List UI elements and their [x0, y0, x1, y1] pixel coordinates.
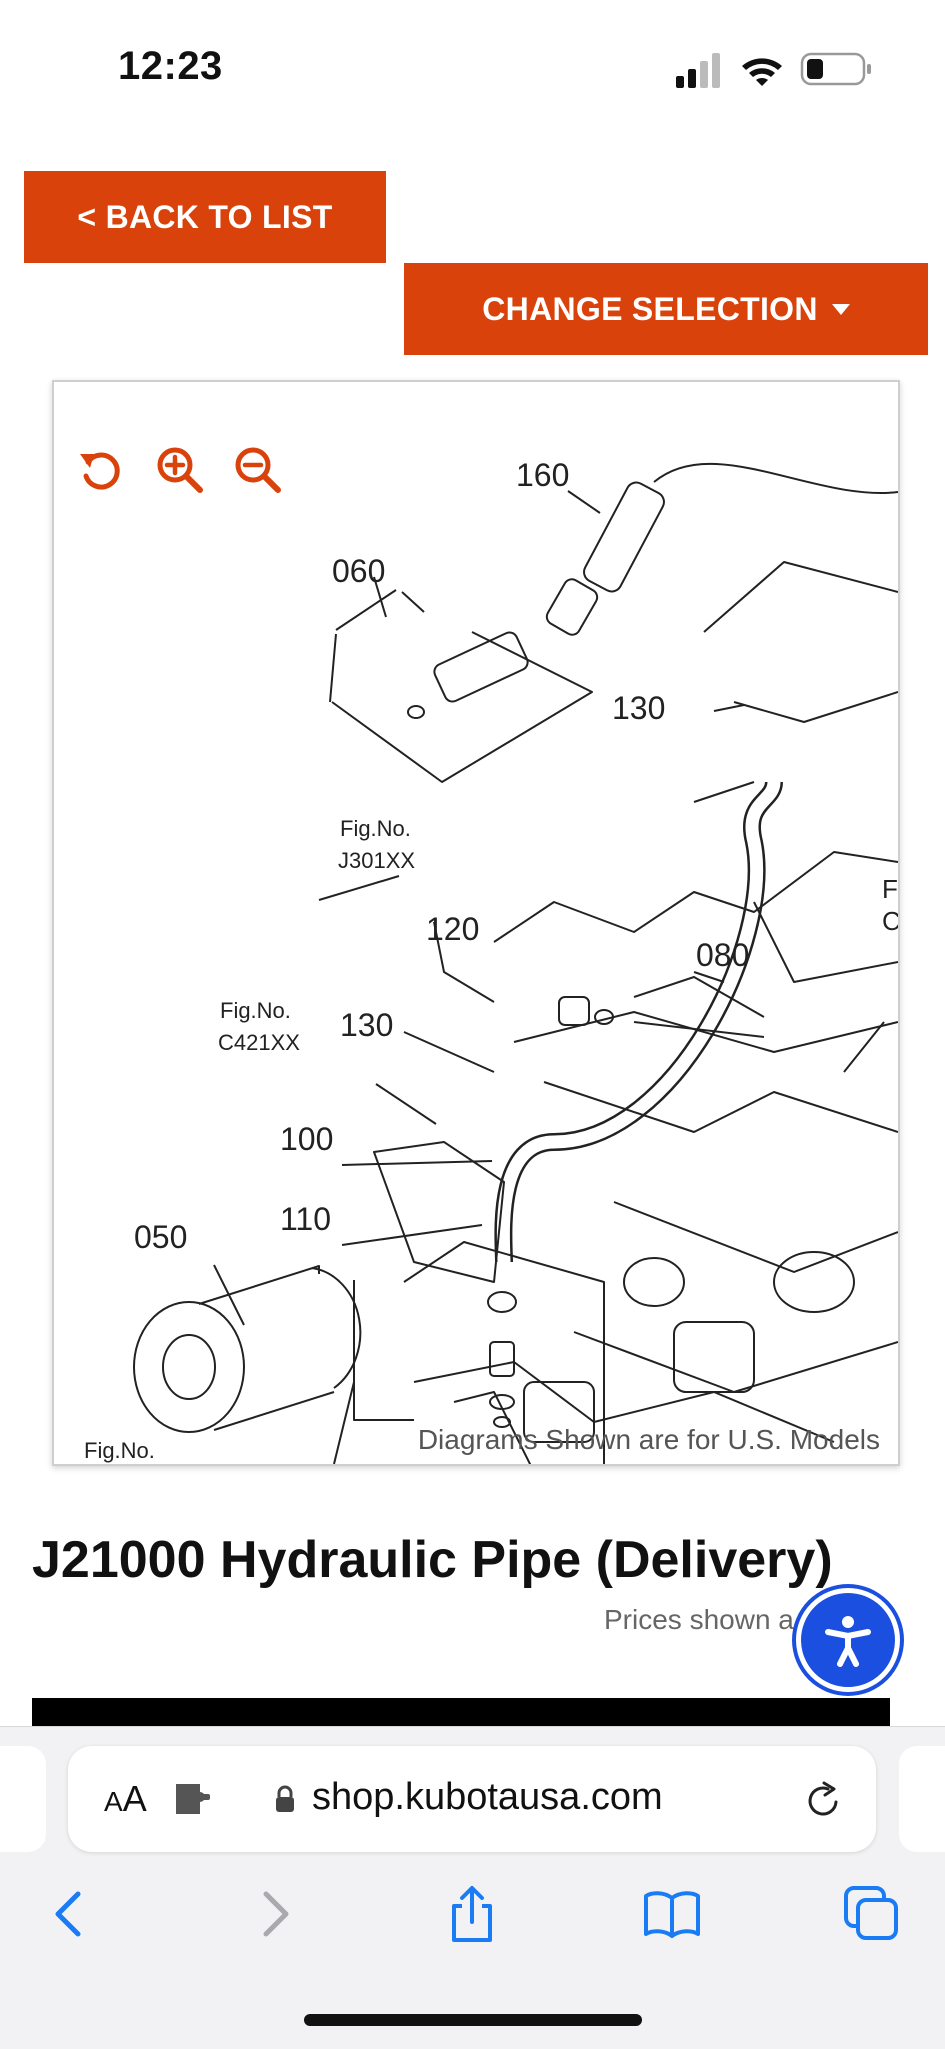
bookmarks-icon[interactable]: [642, 1884, 702, 1944]
extension-icon[interactable]: [172, 1780, 214, 1818]
content-bar: [32, 1698, 890, 1726]
callout-fig-no-1: Fig.No.: [340, 816, 411, 841]
aa-large: A: [122, 1778, 147, 1819]
lock-icon: [276, 1785, 294, 1812]
previous-tab-edge[interactable]: [0, 1746, 46, 1852]
back-icon[interactable]: [40, 1884, 100, 1944]
zoom-in-icon[interactable]: [154, 444, 204, 494]
reload-icon[interactable]: [804, 1780, 844, 1820]
callout-f: F: [882, 874, 898, 904]
url-text: shop.kubotausa.com: [312, 1776, 663, 1818]
accessibility-icon: [825, 1616, 871, 1667]
callout-fig-no-3: Fig.No.: [84, 1438, 155, 1463]
wifi-icon: [742, 58, 782, 86]
zoom-out-icon[interactable]: [232, 444, 282, 494]
callout-050: 050: [134, 1219, 187, 1255]
callout-fig-no-2: Fig.No.: [220, 998, 291, 1023]
callout-080: 080: [696, 937, 749, 973]
callout-060: 060: [332, 553, 385, 589]
back-to-list-button[interactable]: < BACK TO LIST: [24, 171, 386, 263]
reader-settings-button[interactable]: AA: [104, 1778, 147, 1820]
callout-120: 120: [426, 911, 479, 947]
callout-j301xx: J301XX: [338, 848, 415, 873]
share-icon[interactable]: [442, 1884, 502, 1944]
diagram-drawing: 160 060 130 Fig.No. J301XX 120 080 Fig.N…: [84, 457, 898, 1464]
address-bar[interactable]: AA shop.kubotausa.com: [68, 1746, 876, 1852]
diagram-disclaimer: Diagrams Shown are for U.S. Models: [417, 1424, 880, 1455]
caret-down-icon: [831, 303, 850, 315]
status-icons: [676, 52, 871, 88]
home-indicator: [304, 2014, 642, 2026]
prices-note: Prices shown a: [604, 1604, 794, 1635]
aa-small: A: [104, 1786, 123, 1817]
next-tab-edge[interactable]: [899, 1746, 945, 1852]
callout-110: 110: [280, 1201, 331, 1237]
parts-diagram[interactable]: 160 060 130 Fig.No. J301XX 120 080 Fig.N…: [52, 380, 900, 1466]
reset-icon[interactable]: [76, 444, 126, 494]
callout-160: 160: [516, 457, 569, 493]
callout-130-upper: 130: [612, 690, 665, 726]
callout-c: C: [882, 906, 898, 936]
callout-130-lower: 130: [340, 1007, 393, 1043]
callout-c421xx: C421XX: [218, 1030, 300, 1055]
battery-icon: [800, 52, 871, 86]
tabs-icon[interactable]: [842, 1884, 902, 1944]
signal-icon: [676, 53, 720, 88]
callout-100: 100: [280, 1121, 333, 1157]
forward-icon[interactable]: [244, 1884, 304, 1944]
part-title: J21000 Hydraulic Pipe (Delivery): [32, 1531, 833, 1589]
accessibility-button[interactable]: [796, 1588, 900, 1692]
status-time: 12:23: [118, 44, 223, 88]
change-selection-label: CHANGE SELECTION: [482, 290, 818, 327]
change-selection-button[interactable]: CHANGE SELECTION: [404, 263, 928, 355]
back-to-list-label: < BACK TO LIST: [77, 198, 333, 235]
